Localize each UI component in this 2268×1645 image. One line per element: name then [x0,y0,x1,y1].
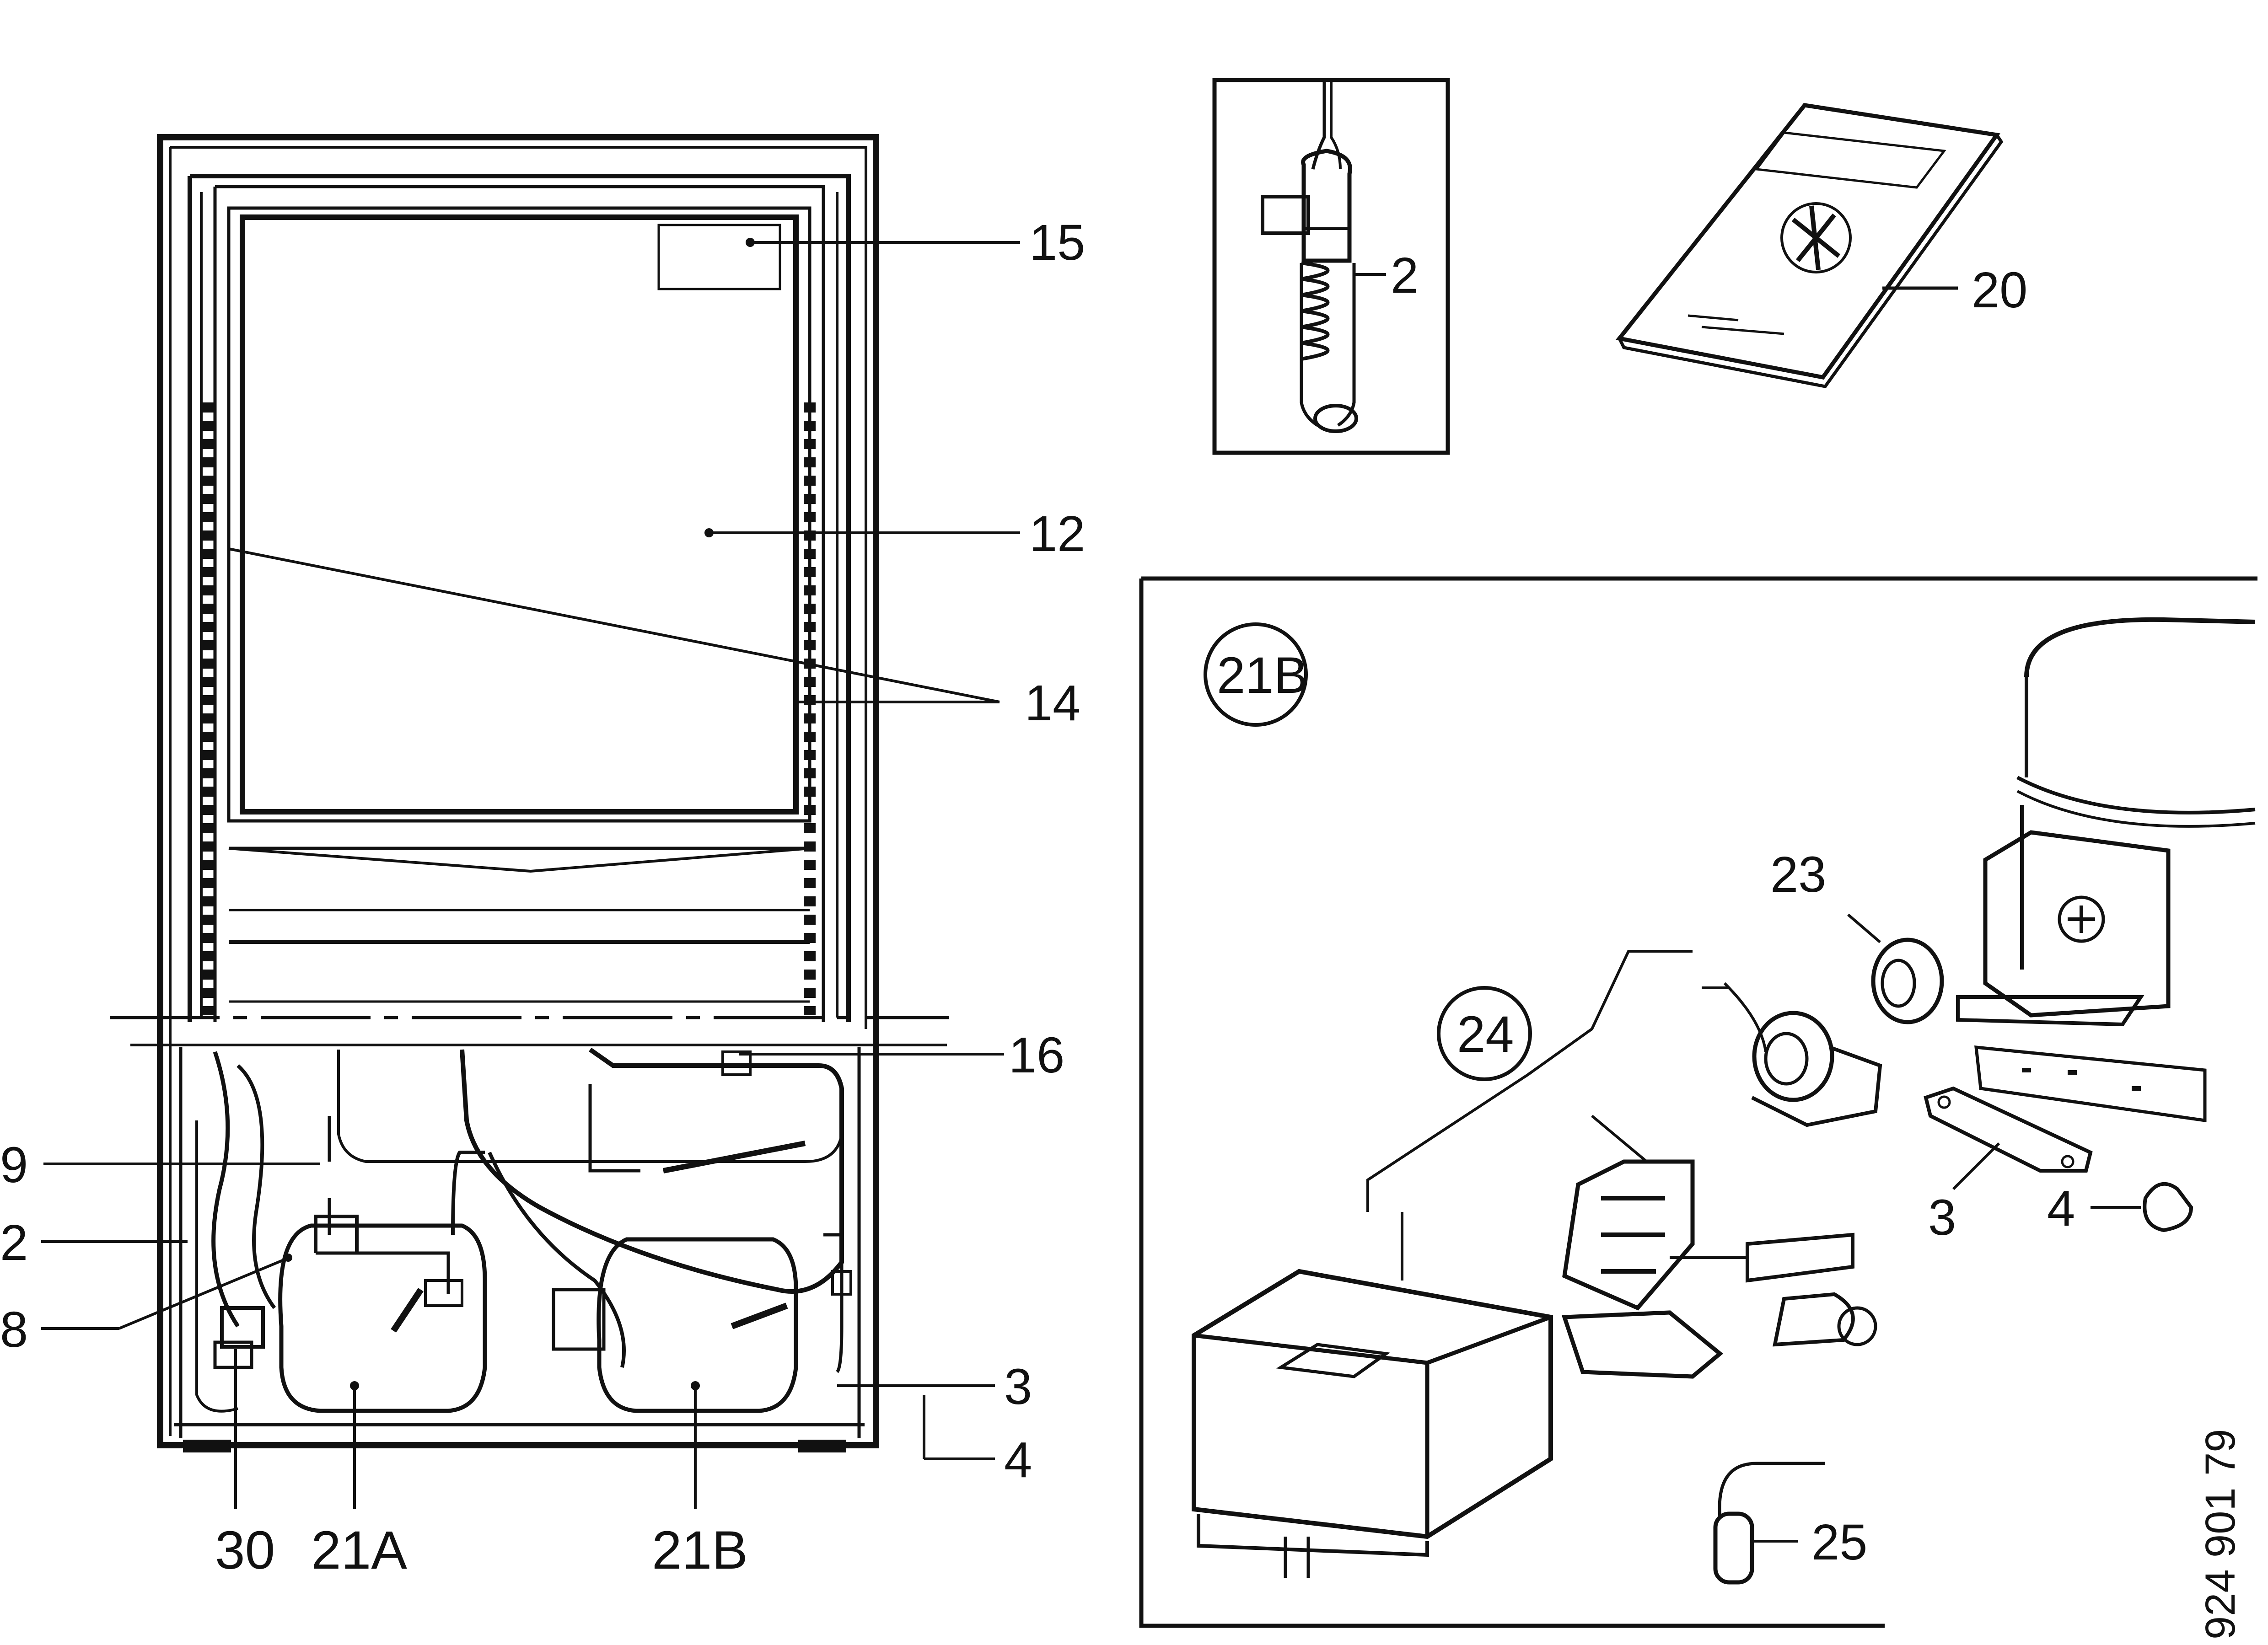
callout-12: 12 [1029,506,1085,562]
callout-24: 24 [1457,1006,1514,1063]
callout-14: 14 [1025,675,1080,731]
instruction-booklet [1615,103,2004,388]
callout-20: 20 [1972,262,2027,318]
callout-21B-cabinet: 21B [652,1520,748,1581]
callout-15: 15 [1029,214,1085,271]
callout-25: 25 [1811,1514,1867,1570]
cabinet-outline [110,134,949,1452]
compressor-compartment [195,1047,852,1413]
callout-3-cabinet: 3 [1004,1359,1032,1415]
detail-panel-21b [1139,576,2257,1628]
callout-9: 9 [0,1137,28,1193]
callout-21B-detail: 21B [1217,647,1308,704]
callout-2-cabinet: 2 [0,1215,28,1271]
drawing-code: 924 901 79 [2197,1429,2244,1640]
callout-2-probe: 2 [1391,247,1419,304]
cabinet-leader-lines [41,241,1020,1509]
callout-16: 16 [1009,1027,1064,1083]
callout-4-detail: 4 [2047,1180,2075,1237]
callout-23: 23 [1770,847,1826,903]
callout-21A: 21A [311,1520,407,1581]
callout-30: 30 [215,1520,275,1581]
probe-panel [1212,78,1450,455]
leader-dots [284,238,755,1390]
callout-8: 8 [0,1302,28,1358]
callout-4-cabinet: 4 [1004,1432,1032,1488]
callout-3-detail: 3 [1928,1190,1956,1246]
